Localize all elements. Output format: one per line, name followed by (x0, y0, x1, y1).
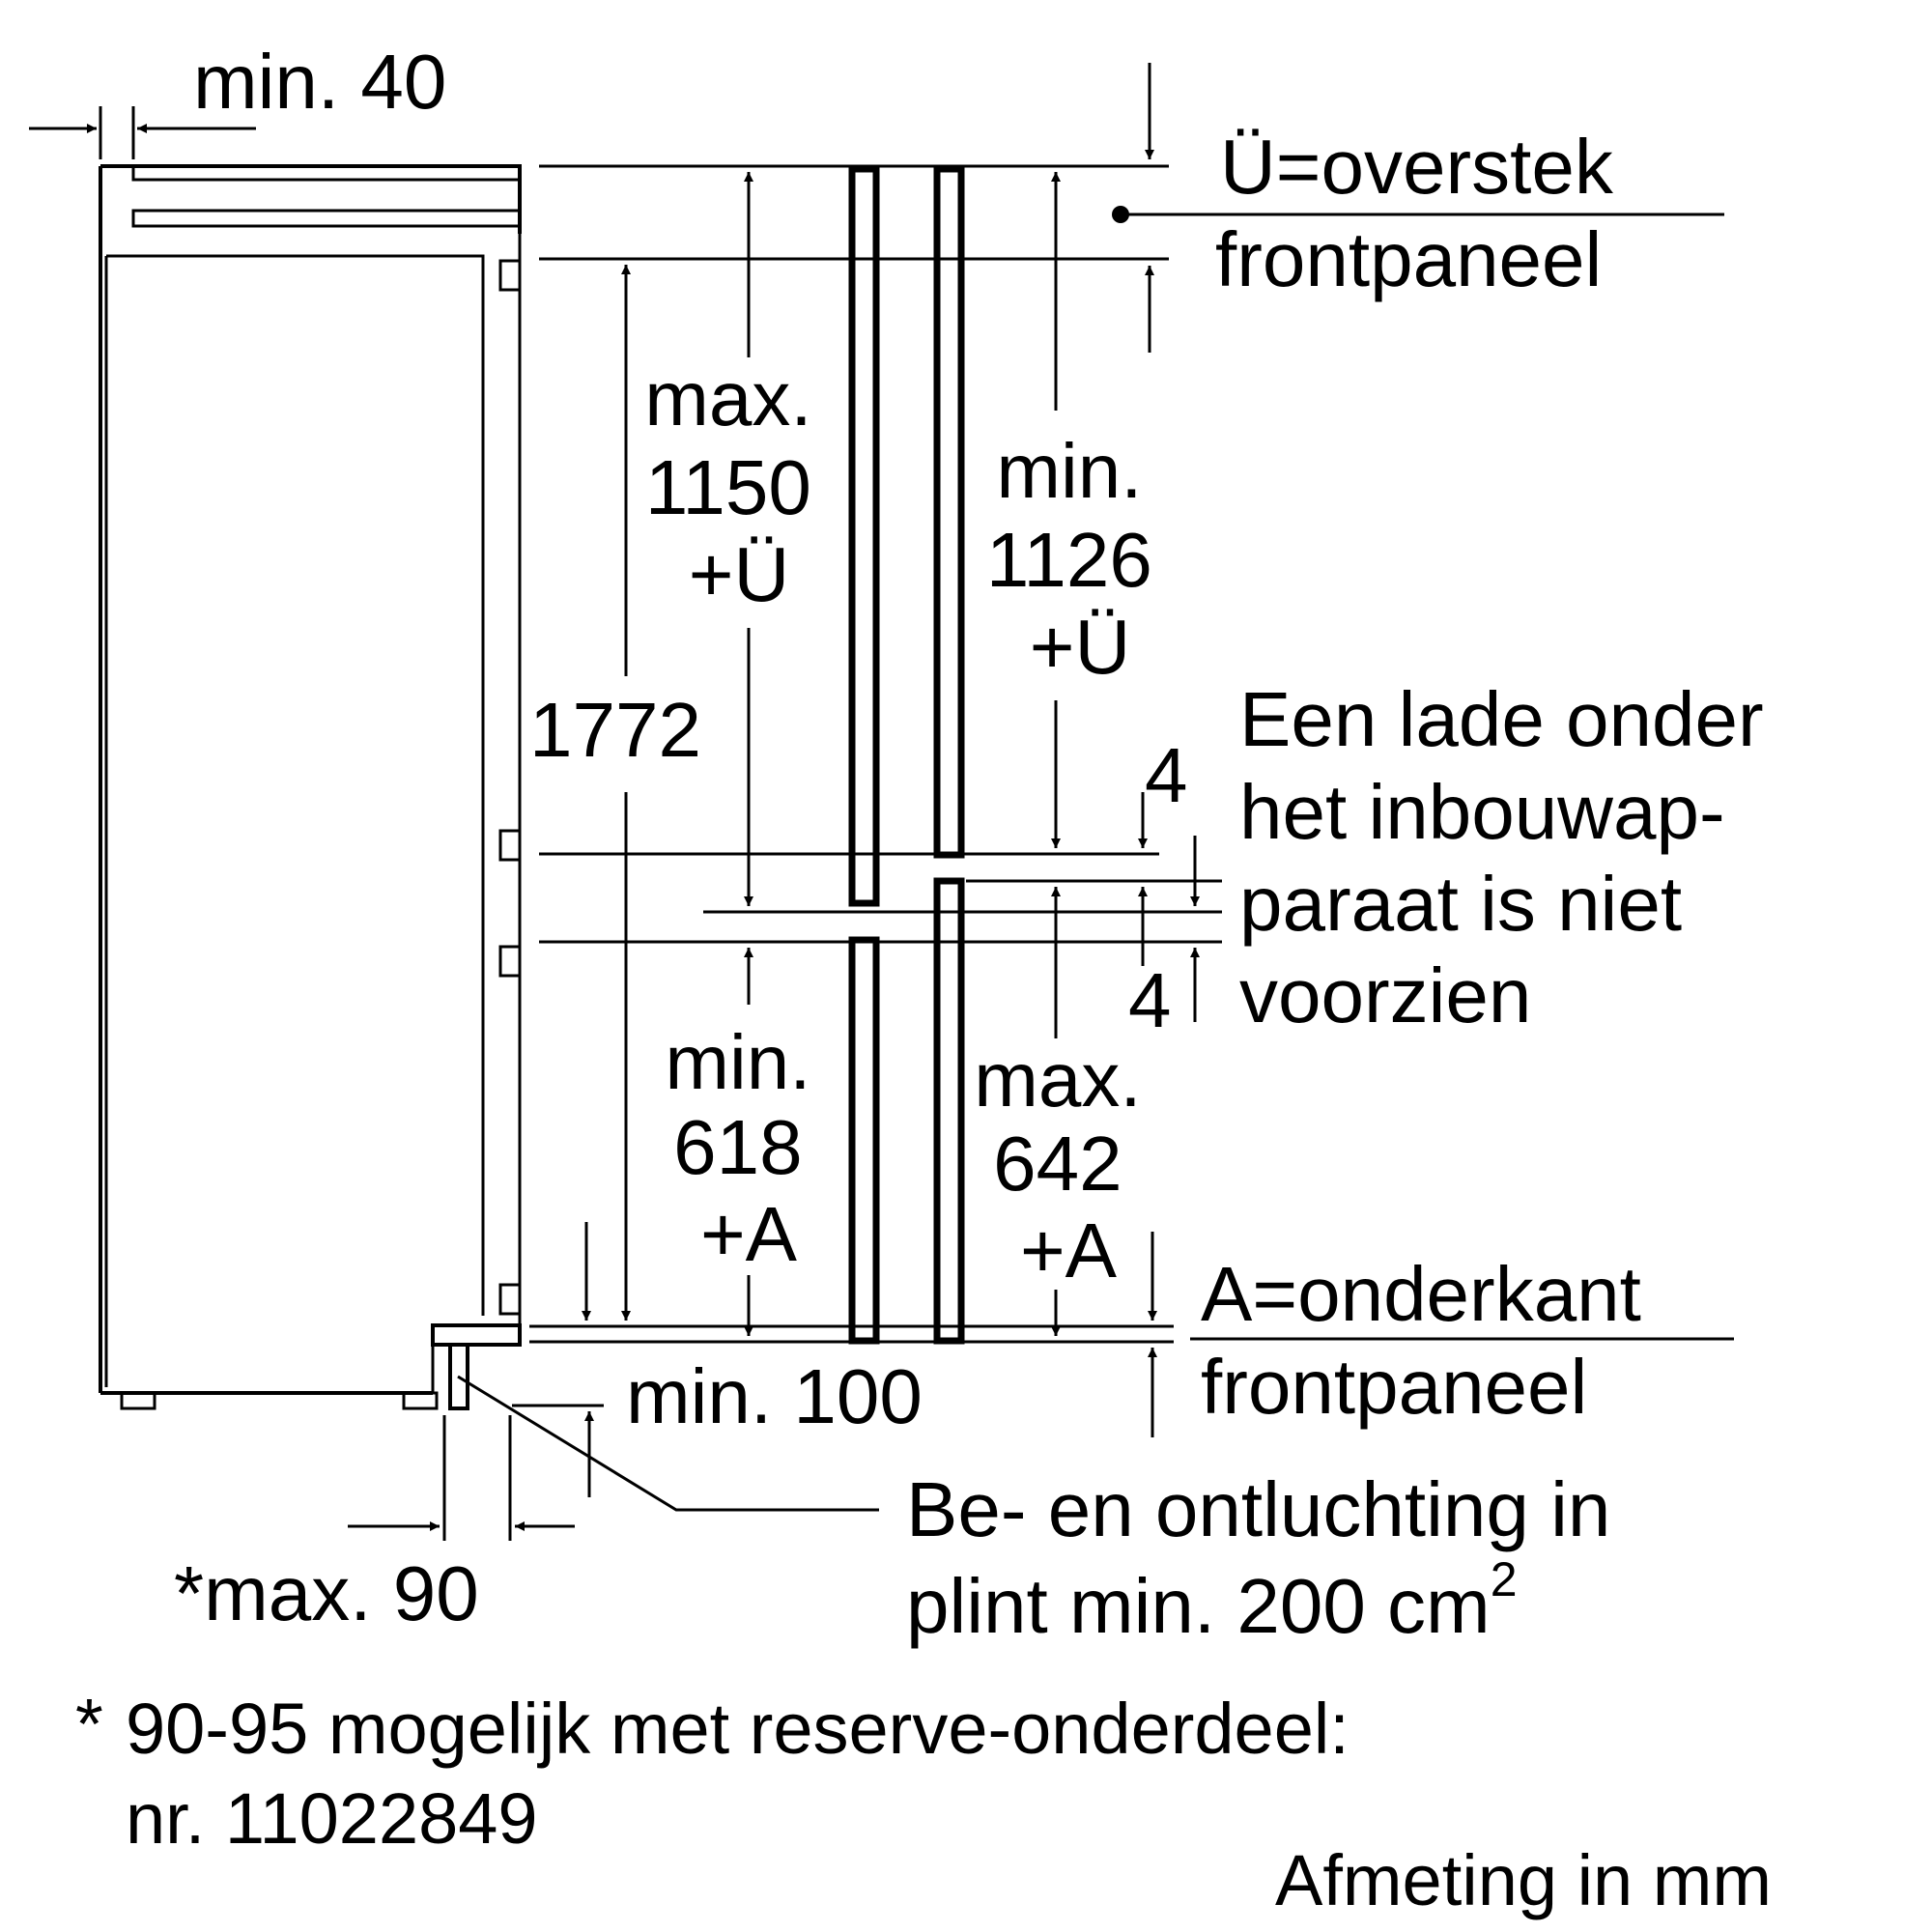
upper-door-max-line3: +Ü (689, 531, 790, 617)
drawer-note-line3: paraat is niet (1239, 861, 1682, 947)
upper-panel-min-line2: 1126 (986, 517, 1152, 603)
upper-door-max-line1: max. (644, 355, 811, 441)
footnote: * 90-95 mogelijk met reserve-onderdeel: … (75, 1684, 1772, 1920)
drawer-note-line1: Een lade onder (1239, 676, 1764, 762)
unit-note: Afmeting in mm (1275, 1840, 1772, 1920)
lower-door-min-label: min. 618 +A (665, 1019, 832, 1277)
footnote-line2: nr. 11022849 (126, 1778, 538, 1859)
upper-panel-min-line3: +Ü (1030, 604, 1131, 690)
overhang-label-line1: Ü=overstek (1220, 124, 1614, 210)
upper-door-max-line2: 1150 (645, 444, 811, 530)
lower-panel-max-line1: max. (974, 1037, 1141, 1122)
upper-door-max-label: max. 1150 +Ü (644, 355, 834, 617)
lower-door-min-line3: +A (700, 1191, 798, 1277)
niche-height-label: 1772 (529, 687, 701, 773)
lower-panel-max-label: max. 642 +A (974, 1037, 1163, 1293)
cabinet-side-view (99, 164, 522, 1410)
gap-upper-label: 4 (1145, 732, 1188, 818)
upper-right-panel (933, 165, 965, 859)
lower-left-panel (848, 936, 880, 1345)
reference-lines (529, 164, 1734, 1344)
top-clearance-label: min. 40 (193, 39, 446, 125)
plinth-clearance-label: min. 100 (626, 1353, 923, 1439)
front-panels (848, 165, 965, 1345)
plinth-depth-label: *max. 90 (174, 1550, 479, 1636)
drawer-note-line4: voorzien (1239, 952, 1531, 1038)
vent-superscript: 2 (1491, 1552, 1518, 1606)
vent-label-line1: Be- en ontluchting in (906, 1466, 1610, 1552)
upper-panel-min-line1: min. (996, 428, 1142, 514)
upper-panel-min-label: min. 1126 +Ü (986, 428, 1174, 690)
footnote-star: * (75, 1684, 103, 1764)
vent-label-line2-text: plint min. 200 cm (906, 1563, 1491, 1649)
lower-panel-max-line3: +A (1020, 1208, 1118, 1293)
lower-panel-max-line2: 642 (993, 1121, 1122, 1207)
dimension-arrows (29, 63, 1200, 1541)
gap-lower-label: 4 (1128, 957, 1172, 1043)
overhang-label-line2: frontpaneel (1215, 216, 1602, 302)
vent-label-line2: plint min. 200 cm2 (906, 1552, 1518, 1649)
footnote-line1: 90-95 mogelijk met reserve-onderdeel: (126, 1689, 1350, 1769)
lower-right-panel (933, 877, 965, 1345)
drawer-note: Een lade onder het inbouwap- paraat is n… (1239, 676, 1785, 1038)
lower-door-min-line1: min. (665, 1019, 810, 1105)
upper-left-panel (848, 165, 880, 907)
lower-door-min-line2: 618 (673, 1104, 802, 1190)
bottom-edge-label-line1: A=onderkant (1201, 1251, 1641, 1337)
dimension-labels: min. 40 Ü=overstek frontpaneel max. 1150… (174, 39, 1785, 1649)
bottom-edge-label-line2: frontpaneel (1201, 1344, 1587, 1430)
drawer-note-line2: het inbouwap- (1239, 769, 1725, 855)
